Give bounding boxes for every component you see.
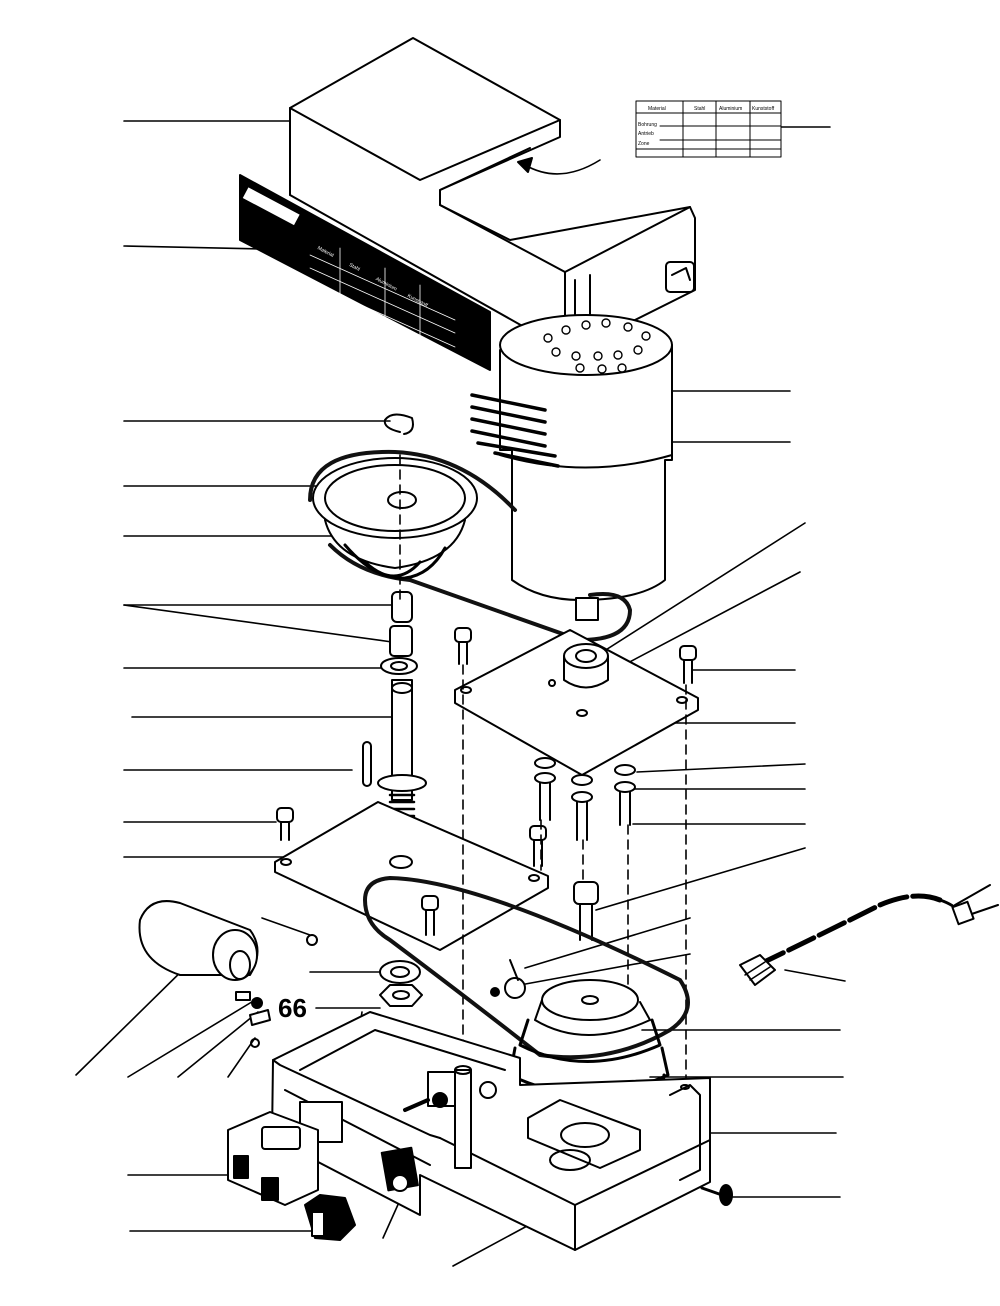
control-knob [304, 1194, 356, 1241]
dowel-pin [362, 741, 372, 787]
nut-washer [379, 960, 423, 1007]
speed-chart-row-antrieb: Antrieb [638, 131, 654, 137]
speed-chart-header-aluminium: Aluminium [719, 106, 742, 112]
base-gasket-plate [527, 1099, 641, 1171]
circlip [383, 413, 414, 435]
speed-chart-row-zone: Zone [638, 141, 650, 147]
switch-box [227, 1111, 319, 1206]
alignment-lines [399, 454, 687, 1086]
callout-number-66: 66 [278, 993, 307, 1023]
spindle-bushings [380, 591, 418, 675]
lower-drive-belt [363, 876, 690, 1060]
belt-tension-clip [490, 959, 526, 999]
spindle-pulley [312, 457, 478, 580]
speed-chart-header-stahl: Stahl [694, 106, 705, 112]
speed-chart-header-kunststoff: Kunststoff [752, 106, 775, 112]
support-column [454, 1065, 472, 1169]
power-cord [739, 884, 999, 986]
speed-chart-table [635, 100, 782, 158]
small-fasteners [235, 934, 318, 1048]
thumb-screw [700, 1184, 733, 1206]
base-housing [271, 1011, 711, 1251]
warning-label-panel [239, 174, 491, 371]
upper-drive-belt [308, 449, 632, 642]
speed-chart-header-material: Material [648, 106, 666, 112]
screws [276, 627, 697, 941]
spindle-shaft [377, 679, 427, 832]
capacitor [138, 900, 259, 981]
mounting-plate-left [274, 801, 549, 951]
speed-chart-headers: Material Stahl Aluminium Kunststoff Bohr… [638, 106, 775, 147]
washers-bolts [534, 757, 636, 841]
motor [470, 314, 673, 621]
panel-header-stahl: Stahl [348, 262, 361, 273]
speed-chart-row-bohrung: Bohrung [638, 122, 657, 128]
belt-guard-cover [289, 37, 696, 351]
motor-mounting-plate [454, 629, 699, 776]
